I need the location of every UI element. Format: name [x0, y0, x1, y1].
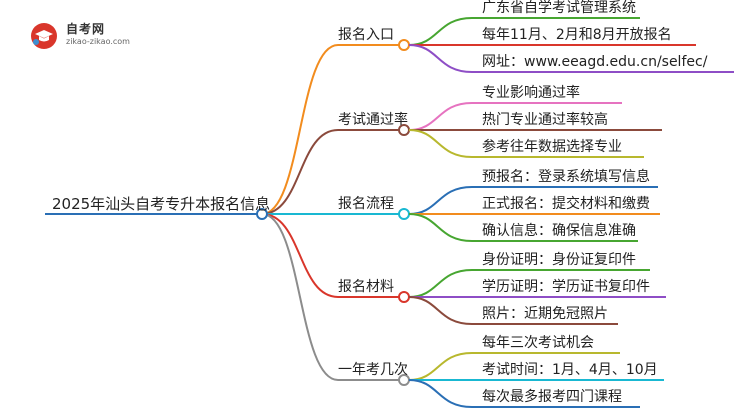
leaf-label-2-3[interactable]: 参考往年数据选择专业 [482, 139, 622, 155]
leaf-label-4-2[interactable]: 学历证明：学历证书复印件 [482, 279, 650, 295]
leaf-connector-5-1 [408, 352, 473, 381]
leaf-connector-3-1 [408, 186, 473, 215]
leaf-connector-4-1 [408, 269, 473, 298]
branch-node-3 [398, 208, 410, 220]
leaf-connector-2-3 [408, 129, 473, 158]
leaf-label-3-2[interactable]: 正式报名：提交材料和缴费 [482, 196, 650, 212]
branch-node-4 [398, 291, 410, 303]
root-connector-4 [261, 213, 339, 298]
branch-label-4[interactable]: 报名材料 [338, 279, 394, 295]
root-connector-2 [261, 129, 339, 215]
branch-node-1 [398, 39, 410, 51]
leaf-connector-3-3 [408, 213, 473, 242]
leaf-label-2-1[interactable]: 专业影响通过率 [482, 85, 580, 101]
leaf-label-1-3[interactable]: 网址：www.eeagd.edu.cn/selfec/ [482, 54, 708, 70]
leaf-connector-4-3 [408, 296, 473, 325]
branch-label-5[interactable]: 一年考几次 [338, 362, 408, 378]
site-logo[interactable]: 自考网 zikao-zikao.com [30, 20, 140, 52]
leaf-label-5-3[interactable]: 每次最多报考四门课程 [482, 389, 622, 405]
leaf-label-4-1[interactable]: 身份证明：身份证复印件 [482, 252, 636, 268]
branch-label-2[interactable]: 考试通过率 [338, 112, 408, 128]
root-node [256, 208, 268, 220]
leaf-connector-5-3 [408, 379, 473, 408]
leaf-label-3-3[interactable]: 确认信息：确保信息准确 [482, 223, 636, 239]
leaf-label-5-2[interactable]: 考试时间：1月、4月、10月 [482, 362, 658, 378]
leaf-connector-2-1 [408, 102, 473, 131]
site-url: zikao-zikao.com [66, 37, 130, 46]
root-connector-5 [261, 213, 339, 381]
branch-label-1[interactable]: 报名入口 [338, 27, 394, 43]
leaf-label-1-2[interactable]: 每年11月、2月和8月开放报名 [482, 27, 672, 43]
site-name: 自考网 [66, 22, 106, 36]
leaf-label-2-2[interactable]: 热门专业通过率较高 [482, 112, 608, 128]
graduation-cap-icon [31, 23, 57, 49]
leaf-connector-1-1 [408, 17, 473, 46]
root-label[interactable]: 2025年汕头自考专升本报名信息 [52, 195, 271, 213]
root-connector-1 [261, 44, 339, 215]
leaf-label-1-1[interactable]: 广东省自学考试管理系统 [482, 0, 636, 16]
leaf-label-5-1[interactable]: 每年三次考试机会 [482, 335, 594, 351]
leaf-label-3-1[interactable]: 预报名：登录系统填写信息 [482, 169, 650, 185]
branch-label-3[interactable]: 报名流程 [338, 196, 394, 212]
leaf-label-4-3[interactable]: 照片：近期免冠照片 [482, 306, 608, 322]
leaf-connector-1-3 [408, 44, 473, 73]
